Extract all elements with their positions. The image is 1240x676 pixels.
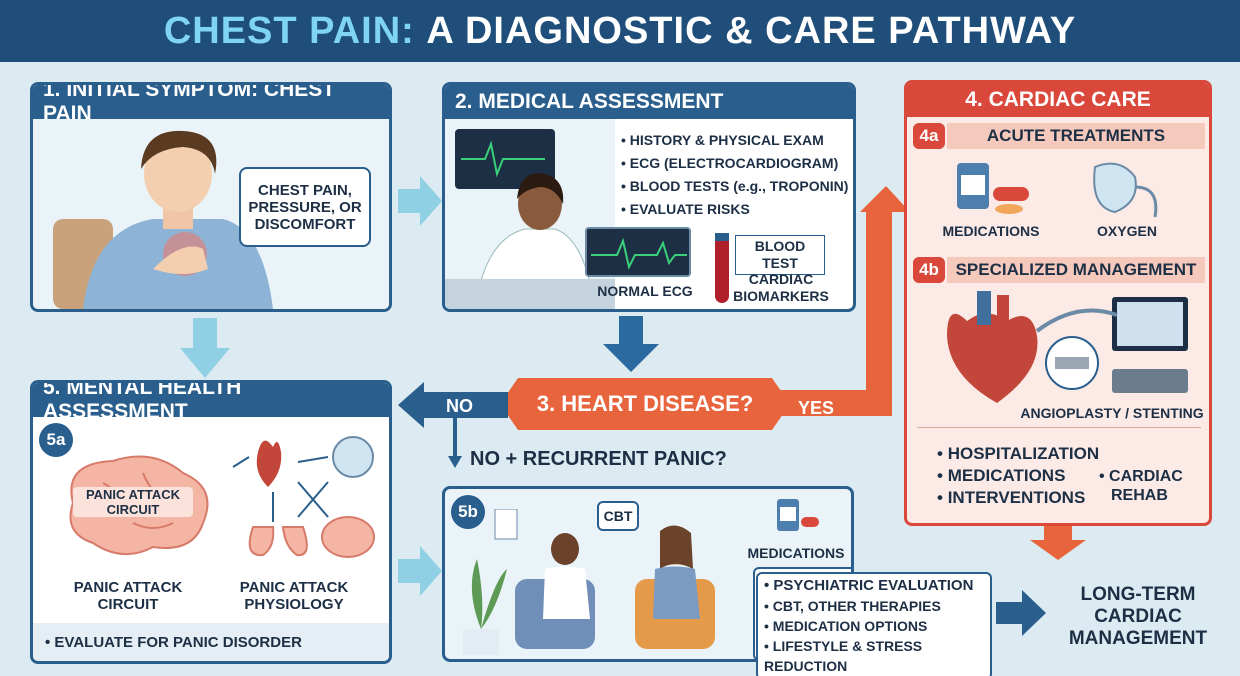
badge-4b: 4b	[913, 257, 945, 283]
treatment-list: PSYCHIATRIC EVALUATION CBT, OTHER THERAP…	[756, 572, 992, 676]
medications-label: MEDICATIONS	[747, 545, 845, 561]
yes-label: YES	[798, 398, 835, 418]
doctor-illustration	[445, 119, 615, 309]
acute-title: ACUTE TREATMENTS	[947, 123, 1205, 149]
ecg-monitor	[585, 227, 691, 277]
decision-shape	[500, 378, 790, 430]
rehab-line2: REHAB	[1111, 487, 1168, 504]
evaluate-bar: • EVALUATE FOR PANIC DISORDER	[33, 623, 389, 661]
oxygen-label: OXYGEN	[1097, 223, 1157, 239]
arrow-1-to-5	[180, 318, 230, 378]
panel-header: 1. INITIAL SYMPTOM: CHEST PAIN	[33, 85, 389, 125]
evaluate-text: EVALUATE FOR PANIC DISORDER	[54, 633, 302, 651]
longterm-line2: CARDIAC	[1094, 606, 1182, 627]
biomarkers-line1: CARDIAC	[748, 271, 814, 287]
bubble-line3: DISCOMFORT	[254, 215, 356, 233]
arrow-to-longterm	[996, 590, 1046, 636]
assessment-item: BLOOD TESTS (e.g., TROPONIN)	[621, 175, 849, 198]
rehab-line1: • CARDIAC	[1099, 468, 1183, 485]
arrow-cardiac-to-longterm	[1030, 526, 1086, 560]
angioplasty-label: ANGIOPLASTY / STENTING	[1020, 405, 1204, 421]
longterm-label: LONG-TERM CARDIAC MANAGEMENT	[1050, 584, 1226, 650]
heart-stent-illustration	[947, 291, 1188, 403]
cardiac-care-list: HOSPITALIZATION MEDICATIONS INTERVENTION…	[937, 443, 1099, 509]
oxygen-mask-icon	[1093, 162, 1158, 218]
physiology-label-line1: PANIC ATTACK	[239, 579, 349, 596]
treatment-item: LIFESTYLE & STRESS REDUCTION	[764, 636, 984, 676]
panel-medical-assessment: 2. MEDICAL ASSESSMENT HISTORY & PHYSICAL…	[442, 82, 856, 312]
no-arrow	[398, 382, 508, 428]
panel-mental-health: 5. MENTAL HEALTH ASSESSMENT 5a PANIC ATT…	[30, 380, 392, 664]
arrow-5-to-5b	[398, 546, 442, 596]
circuit-inner-line2: CIRCUIT	[106, 502, 160, 517]
badge-5b: 5b	[451, 495, 485, 529]
cardiac-rehab: • CARDIAC REHAB	[1099, 467, 1183, 505]
panel-initial-symptom: 1. INITIAL SYMPTOM: CHEST PAIN CHEST PAI…	[30, 82, 392, 312]
cardiac-care-item: MEDICATIONS	[937, 465, 1099, 487]
circuit-label-line2: CIRCUIT	[97, 596, 159, 613]
circuit-label: PANIC ATTACK CIRCUIT	[53, 579, 203, 613]
panel-header: 5. MENTAL HEALTH ASSESSMENT	[33, 383, 389, 423]
biomarkers-label: CARDIAC BIOMARKERS	[731, 271, 831, 305]
treatment-item: CBT, OTHER THERAPIES	[764, 596, 984, 616]
circuit-inner-label: PANIC ATTACK CIRCUIT	[73, 487, 193, 517]
cardiac-care-item: INTERVENTIONS	[937, 487, 1099, 509]
longterm-line1: LONG-TERM	[1080, 584, 1196, 605]
blood-tube-icon	[715, 233, 729, 303]
medications-label: MEDICATIONS	[942, 223, 1040, 239]
panel-header: 2. MEDICAL ASSESSMENT	[445, 85, 853, 119]
treatment-item: MEDICATION OPTIONS	[764, 616, 984, 636]
panel-cardiac-care: 4. CARDIAC CARE 4a ACUTE TREATMENTS MEDI…	[904, 80, 1212, 526]
decision-label: 3. HEART DISEASE?	[536, 391, 754, 416]
badge-4a: 4a	[913, 123, 945, 149]
cardiac-care-item: HOSPITALIZATION	[937, 443, 1099, 465]
circuit-label-line1: PANIC ATTACK	[73, 579, 183, 596]
medications-icon	[957, 163, 1029, 214]
recurrent-arrow	[448, 418, 462, 468]
panel-header: 4. CARDIAC CARE	[907, 83, 1209, 117]
longterm-line3: MANAGEMENT	[1068, 628, 1208, 649]
title-banner: CHEST PAIN: A DIAGNOSTIC & CARE PATHWAY	[0, 0, 1240, 62]
physiology-label-line2: PHYSIOLOGY	[244, 596, 344, 613]
blood-test-label: BLOOD TEST	[735, 235, 825, 275]
therapy-illustration	[463, 509, 715, 655]
assessment-item: HISTORY & PHYSICAL EXAM	[621, 129, 848, 152]
treatment-item: PSYCHIATRIC EVALUATION	[764, 576, 984, 596]
divider	[917, 427, 1201, 428]
symptom-speech-bubble: CHEST PAIN, PRESSURE, OR DISCOMFORT	[239, 167, 371, 247]
ecg-label: NORMAL ECG	[597, 283, 693, 299]
assessment-item: EVALUATE RISKS	[621, 198, 848, 221]
title-part2: A DIAGNOSTIC & CARE PATHWAY	[426, 9, 1077, 52]
bubble-line2: PRESSURE, OR	[248, 198, 362, 216]
arrow-2-to-decision	[603, 316, 659, 372]
bubble-line1: CHEST PAIN,	[258, 181, 352, 199]
biomarkers-line2: BIOMARKERS	[733, 288, 829, 304]
badge-5a: 5a	[39, 423, 73, 457]
physiology-label: PANIC ATTACK PHYSIOLOGY	[219, 579, 369, 613]
specialized-title: SPECIALIZED MANAGEMENT	[947, 257, 1205, 283]
arrow-1-to-2	[398, 176, 442, 226]
no-recurrent-label: NO + RECURRENT PANIC?	[470, 448, 727, 470]
assessment-list: HISTORY & PHYSICAL EXAM ECG (ELECTROCARD…	[621, 129, 849, 221]
medications-icon	[777, 499, 819, 531]
cbt-bubble: CBT	[597, 501, 639, 531]
physiology-illustration	[232, 436, 375, 558]
assessment-item: ECG (ELECTROCARDIOGRAM)	[621, 152, 848, 175]
no-label: NO	[446, 396, 473, 416]
circuit-inner-line1: PANIC ATTACK	[85, 487, 181, 502]
yes-arrow	[780, 186, 910, 416]
title-part1: CHEST PAIN:	[163, 9, 415, 52]
